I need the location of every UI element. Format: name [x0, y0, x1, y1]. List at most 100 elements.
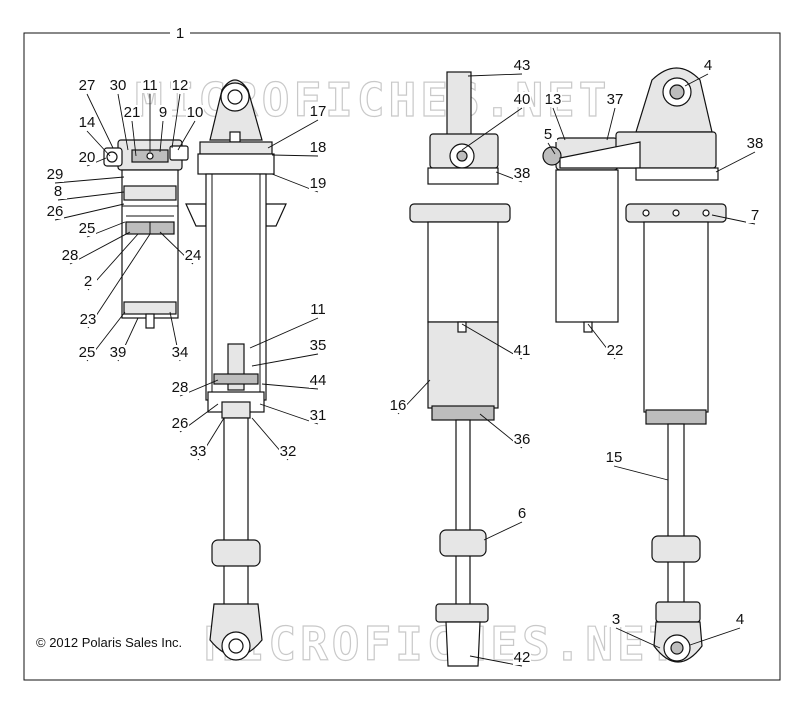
callout-label-bg [123, 105, 141, 120]
callout-label-20: 20 [79, 149, 96, 166]
callout-label-bg [605, 450, 623, 465]
callout-label-bg [606, 92, 624, 107]
callout-label-bg [309, 104, 327, 119]
callout-leader-40 [461, 107, 523, 151]
callout-label-34: 34 [172, 344, 189, 361]
callout-label-40: 40 [514, 91, 531, 108]
copyright-text: © 2012 Polaris Sales Inc. [36, 635, 182, 650]
callout-leader-17 [267, 119, 319, 149]
callout-label-bg [309, 176, 327, 191]
callout-label-26: 26 [172, 415, 189, 432]
callout-label-32: 32 [280, 443, 297, 460]
callout-leader-37 [606, 107, 616, 141]
callout-label-bg [49, 184, 67, 199]
callout-leader-43 [467, 73, 523, 77]
callout-label-bg [171, 416, 189, 431]
callout-label-25: 25 [79, 344, 96, 361]
callout-label-12: 12 [172, 77, 189, 94]
callout-label-27: 27 [79, 77, 96, 94]
assembly-frame: 1 [23, 25, 781, 681]
callout-leader-31 [259, 403, 319, 425]
callout-label-8: 8 [54, 183, 62, 200]
callout-leader-4 [689, 627, 741, 646]
callout-label-6: 6 [518, 505, 526, 522]
callout-label-18: 18 [310, 139, 327, 156]
callout-leader-6 [483, 521, 523, 541]
callout-label-14: 14 [79, 114, 96, 131]
callout-label-bg [46, 204, 64, 219]
callout-label-42: 42 [514, 649, 531, 666]
callout-label-17: 17 [310, 103, 327, 120]
callout-label-bg [513, 650, 531, 665]
callout-label-7: 7 [751, 207, 759, 224]
callout-label-bg [46, 167, 64, 182]
callout-label-26: 26 [47, 203, 64, 220]
watermark-top: MICROFICHES.NET [135, 73, 610, 127]
callout-label-19: 19 [310, 175, 327, 192]
callout-label-bg [513, 58, 531, 73]
callout-label-bg [309, 302, 327, 317]
callout-leader-26 [54, 203, 125, 221]
callout-label-36: 36 [514, 431, 531, 448]
callout-label-10: 10 [187, 104, 204, 121]
callout-label-bg [171, 345, 189, 360]
callout-label-9: 9 [159, 104, 167, 121]
callout-label-bg [746, 136, 764, 151]
callout-label-bg [61, 248, 79, 263]
callout-leader-23 [87, 233, 151, 329]
callout-label-bg [184, 248, 202, 263]
callout-label-bg [309, 408, 327, 423]
callout-label-bg [78, 78, 96, 93]
callout-label-2: 2 [84, 273, 92, 290]
callout-label-bg [513, 343, 531, 358]
callout-label-23: 23 [80, 311, 97, 328]
callout-label-bg [606, 343, 624, 358]
callout-label-13: 13 [545, 91, 562, 108]
callout-label-11: 11 [310, 301, 326, 318]
callout-label-bg [109, 345, 127, 360]
callout-leader-35 [251, 353, 319, 367]
assembly-callout-label: 1 [176, 25, 184, 42]
callout-label-bg [699, 58, 717, 73]
callout-leader-4 [684, 73, 709, 87]
callout-label-bg [731, 612, 749, 627]
callout-label-bg [78, 345, 96, 360]
callout-label-bg [189, 444, 207, 459]
callout-leader-8 [57, 191, 125, 201]
callout-leader-28 [69, 231, 131, 265]
callout-label-bg [109, 78, 127, 93]
callout-leader-3 [615, 627, 661, 649]
callout-label-41: 41 [514, 342, 531, 359]
callout-label-21: 21 [124, 104, 141, 121]
callout-label-38: 38 [514, 165, 531, 182]
callout-label-bg [79, 312, 97, 327]
callout-label-28: 28 [172, 379, 189, 396]
callout-label-29: 29 [47, 166, 64, 183]
callout-label-bg [309, 140, 327, 155]
callout-label-bg [309, 338, 327, 353]
callout-label-38: 38 [747, 135, 764, 152]
callout-label-bg [78, 115, 96, 130]
callout-label-37: 37 [607, 91, 624, 108]
callout-label-43: 43 [514, 57, 531, 74]
callout-leader-10 [177, 120, 196, 151]
callout-label-bg [186, 105, 204, 120]
callout-leader-15 [613, 465, 669, 481]
callout-label-bg [746, 208, 764, 223]
callout-label-bg [171, 380, 189, 395]
callout-label-bg [279, 444, 297, 459]
watermark-layer: MICROFICHES.NET MICROFICHES.NET [134, 72, 680, 671]
callout-leader-18 [271, 154, 319, 157]
callout-label-bg [171, 78, 189, 93]
reservoir-cutaway [103, 139, 189, 329]
watermark-bottom: MICROFICHES.NET [205, 617, 680, 671]
callout-leader-44 [261, 383, 319, 390]
shock-body-cutaway [185, 79, 287, 661]
callout-leader-9 [159, 120, 164, 153]
callout-label-4: 4 [704, 57, 712, 74]
callout-label-22: 22 [607, 342, 624, 359]
callout-label-3: 3 [612, 611, 620, 628]
callout-label-11: 11 [142, 77, 158, 94]
